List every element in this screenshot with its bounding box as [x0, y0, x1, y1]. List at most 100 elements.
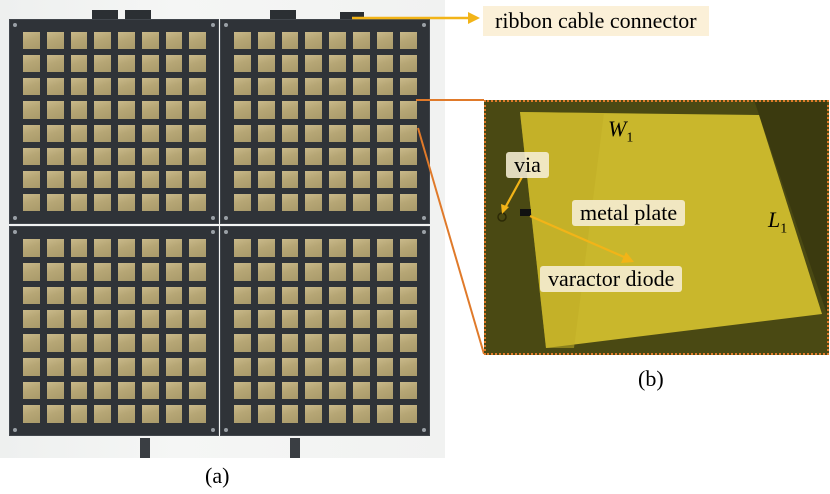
patch-cell — [94, 262, 111, 281]
patch-cell — [189, 78, 206, 96]
patch-cell — [281, 78, 299, 96]
screw — [13, 230, 17, 234]
patch-cell — [118, 193, 135, 211]
patch-cell — [141, 334, 159, 352]
patch-cell — [281, 239, 299, 257]
patch-cell — [352, 55, 370, 73]
zoom-drawing — [486, 102, 827, 353]
patch-cell — [189, 381, 206, 400]
patch-cell — [305, 286, 322, 305]
patch-cell — [329, 101, 346, 119]
patch-cell — [352, 147, 370, 165]
patch-cell — [70, 147, 88, 165]
patch-cell — [305, 357, 322, 376]
patch-cell — [376, 381, 394, 400]
patch-cell — [46, 78, 64, 96]
patch-cell — [400, 170, 417, 188]
patch-cell — [257, 193, 275, 211]
patch-cell — [400, 286, 417, 305]
patch-cell — [257, 286, 275, 305]
patch-cell — [94, 357, 111, 376]
patch-cell — [376, 170, 394, 188]
patch-cell — [70, 286, 88, 305]
patch-cell — [23, 32, 40, 50]
patch-cell — [141, 310, 159, 328]
metal-plate-label: metal plate — [572, 200, 686, 226]
patch-cell — [400, 357, 417, 376]
patch-cell — [400, 381, 417, 400]
patch-cell — [376, 286, 394, 305]
patch-cell — [329, 147, 346, 165]
patch-cell — [234, 124, 251, 142]
patch-cell — [234, 239, 251, 257]
patch-cell — [165, 170, 183, 188]
patch-cell — [94, 55, 111, 73]
patch-cell — [234, 262, 251, 281]
patch-cell — [23, 357, 40, 376]
screw — [13, 23, 17, 27]
patch-cell — [141, 381, 159, 400]
patch-cell — [281, 147, 299, 165]
patch-cell — [141, 262, 159, 281]
patch-cell — [46, 101, 64, 119]
patch-cell — [281, 334, 299, 352]
zoom-panel: W1 L1 via metal plate varactor diode — [484, 100, 829, 355]
patch-cell — [400, 310, 417, 328]
patch-cell — [46, 334, 64, 352]
patch-cell — [189, 286, 206, 305]
patch-cell — [376, 239, 394, 257]
patch-cell — [376, 147, 394, 165]
patch-cell — [281, 55, 299, 73]
patch-cell — [118, 55, 135, 73]
patch-cell — [23, 101, 40, 119]
patch-cell — [118, 334, 135, 352]
top-tab — [270, 10, 296, 20]
patch-cell — [352, 310, 370, 328]
patch-cell — [165, 286, 183, 305]
patch-cell — [234, 334, 251, 352]
patch-cell — [141, 101, 159, 119]
patch-cell — [376, 193, 394, 211]
patch-cell — [329, 334, 346, 352]
patch-cell — [46, 239, 64, 257]
patch-cell — [352, 334, 370, 352]
patch-cell — [94, 239, 111, 257]
patch-cell — [400, 239, 417, 257]
patch-cell — [118, 170, 135, 188]
patch-cell — [70, 334, 88, 352]
patch-cell — [376, 32, 394, 50]
patch-cell — [281, 286, 299, 305]
patch-cell — [234, 170, 251, 188]
patch-cell — [70, 262, 88, 281]
patch-cell — [400, 101, 417, 119]
patch-cell — [281, 262, 299, 281]
patch-grid — [234, 32, 417, 211]
patch-cell — [281, 170, 299, 188]
patch-cell — [94, 147, 111, 165]
patch-cell — [305, 262, 322, 281]
patch-cell — [352, 32, 370, 50]
patch-cell — [234, 101, 251, 119]
patch-cell — [46, 124, 64, 142]
patch-cell — [94, 124, 111, 142]
patch-cell — [118, 381, 135, 400]
patch-grid — [23, 239, 206, 423]
patch-cell — [305, 193, 322, 211]
patch-cell — [23, 124, 40, 142]
screw — [224, 216, 228, 220]
patch-cell — [281, 405, 299, 423]
via-label: via — [506, 152, 549, 178]
patch-cell — [118, 239, 135, 257]
varactor-diode-chip — [520, 209, 531, 216]
patch-cell — [234, 381, 251, 400]
patch-cell — [46, 32, 64, 50]
patch-cell — [94, 193, 111, 211]
patch-cell — [94, 170, 111, 188]
ribbon-cable-connector-label: ribbon cable connector — [483, 6, 709, 36]
patch-cell — [165, 334, 183, 352]
patch-cell — [234, 357, 251, 376]
patch-cell — [234, 78, 251, 96]
patch-cell — [23, 405, 40, 423]
w1-symbol: W1 — [608, 116, 634, 146]
